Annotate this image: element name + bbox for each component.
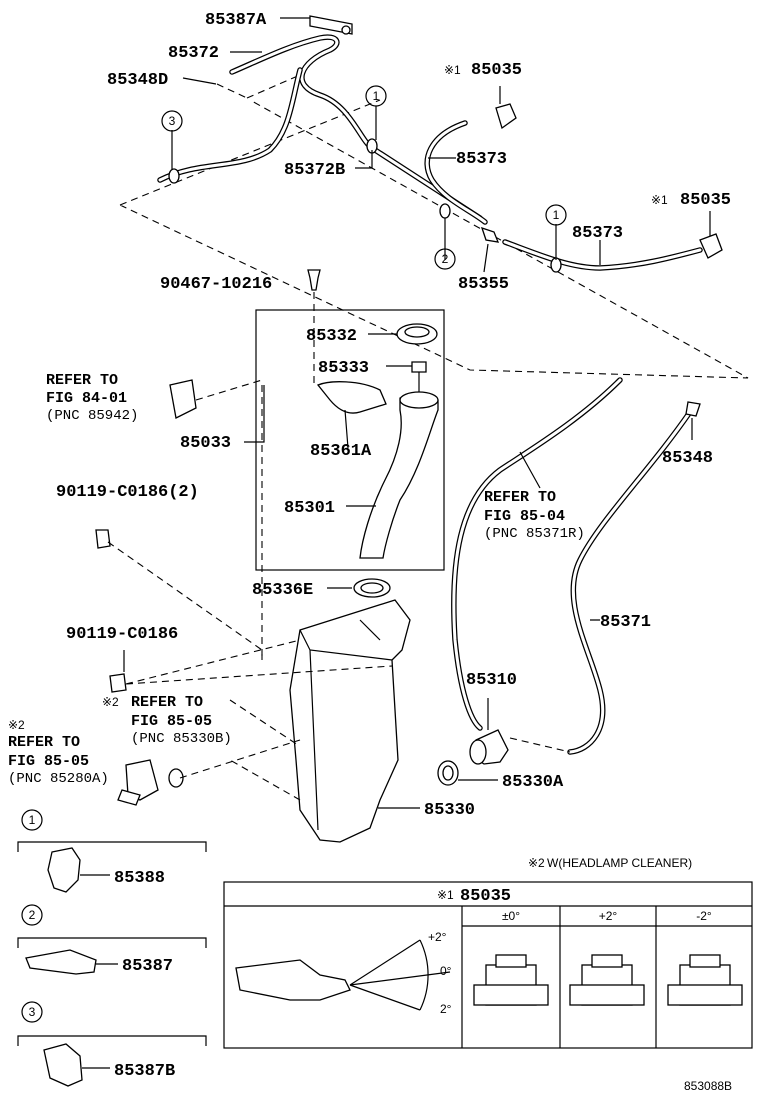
label-85336E: 85336E <box>252 581 313 600</box>
svg-text:2: 2 <box>29 908 36 922</box>
svg-text:3: 3 <box>29 1005 36 1019</box>
label-85333: 85333 <box>318 359 369 378</box>
label-85388: 85388 <box>114 869 165 888</box>
label-85035-top: 85035 <box>471 61 522 80</box>
label-85348D: 85348D <box>107 71 168 90</box>
table-col-minus2: -2° <box>696 909 712 923</box>
bracket-85361A <box>316 381 387 414</box>
label-85361A: 85361A <box>310 442 372 461</box>
grommet-85330B <box>168 768 184 788</box>
bolt-90119-2 <box>95 529 111 549</box>
label-85373-b: 85373 <box>572 224 623 243</box>
ref-part-84-01 <box>169 379 197 419</box>
clip-85387 <box>25 949 97 975</box>
angle-plus2: +2° <box>428 930 447 944</box>
ref2-line2: FIG 85-04 <box>484 508 565 525</box>
ref4-line1: REFER TO <box>8 734 80 751</box>
label-85372B: 85372B <box>284 161 345 180</box>
ref4-line3: (PNC 85280A) <box>8 771 109 787</box>
mark-1-top: ※1 <box>444 63 461 77</box>
hose-85373-lower <box>502 239 703 271</box>
label-85387A: 85387A <box>205 11 267 30</box>
label-85372: 85372 <box>168 44 219 63</box>
label-85301: 85301 <box>284 499 335 518</box>
angle-table <box>223 881 753 1049</box>
circle-3-a: 3 <box>169 114 176 128</box>
mark-2-a: ※2 <box>102 695 119 709</box>
table-mark-1: ※1 <box>437 888 454 902</box>
ref1-line2: FIG 84-01 <box>46 390 127 407</box>
clip-85388 <box>47 847 81 893</box>
label-85348: 85348 <box>662 449 713 468</box>
circle-2-a: 2 <box>442 252 449 266</box>
label-85355: 85355 <box>458 275 509 294</box>
headlamp-pump-85280A <box>125 759 159 801</box>
mark-1-right: ※1 <box>651 193 668 207</box>
note-headlamp-cleaner: W(HEADLAMP CLEANER) <box>547 856 692 870</box>
label-90119-C0186-2: 90119-C0186(2) <box>56 483 199 502</box>
ref1-line1: REFER TO <box>46 372 118 389</box>
tank-85330 <box>289 599 411 843</box>
label-85035-right: 85035 <box>680 191 731 210</box>
ref1-line3: (PNC 85942) <box>46 408 138 424</box>
mark-2-b: ※2 <box>8 718 25 732</box>
connector-plus2 <box>569 954 645 1006</box>
label-85330A: 85330A <box>502 773 564 792</box>
bolt-90119 <box>109 673 127 693</box>
joint-85355 <box>480 226 500 243</box>
table-title: 85035 <box>460 887 511 906</box>
filler-pipe-85301 <box>359 393 439 559</box>
label-85371: 85371 <box>600 613 651 632</box>
label-90467-10216: 90467-10216 <box>160 275 272 294</box>
ref2-line3: (PNC 85371R) <box>484 526 585 542</box>
bolt-90467 <box>307 269 321 291</box>
clip-85387B <box>43 1043 83 1087</box>
nozzle-side-view <box>235 959 351 1001</box>
hose-85373-upper <box>424 120 488 225</box>
ref3-line1: REFER TO <box>131 694 203 711</box>
dashed-guide <box>119 74 749 379</box>
dipstick-85333 <box>411 361 427 373</box>
table-col-plus2: +2° <box>599 909 618 923</box>
label-85387: 85387 <box>122 957 173 976</box>
label-90119-C0186: 90119-C0186 <box>66 625 178 644</box>
table-col-0: ±0° <box>502 909 520 923</box>
circle-1-b: 1 <box>553 208 560 222</box>
angle-2: 2° <box>440 1002 452 1016</box>
joint-85348 <box>685 401 701 417</box>
label-85033: 85033 <box>180 434 231 453</box>
ref4-line2: FIG 85-05 <box>8 753 89 770</box>
nozzle-85035-top <box>495 103 517 130</box>
label-85330: 85330 <box>424 801 475 820</box>
clip-legend: 1 2 3 <box>17 809 207 1087</box>
svg-text:1: 1 <box>29 813 36 827</box>
connector-0 <box>473 954 549 1006</box>
circle-1-a: 1 <box>373 89 380 103</box>
inlet-box-85033 <box>255 309 445 571</box>
label-85387B: 85387B <box>114 1062 175 1081</box>
label-85310: 85310 <box>466 671 517 690</box>
ref3-line2: FIG 85-05 <box>131 713 212 730</box>
figure-id: 853088B <box>684 1079 732 1093</box>
mark-2-note: ※2 <box>528 856 545 870</box>
callout-circles: 1 2 3 1 <box>161 85 567 270</box>
angle-0: 0° <box>440 964 452 978</box>
nozzle-85035-right <box>699 233 723 259</box>
label-85332: 85332 <box>306 327 357 346</box>
connector-minus2 <box>667 954 743 1006</box>
ref2-line1: REFER TO <box>484 489 556 506</box>
label-85373-a: 85373 <box>456 150 507 169</box>
ref3-line3: (PNC 85330B) <box>131 731 232 747</box>
